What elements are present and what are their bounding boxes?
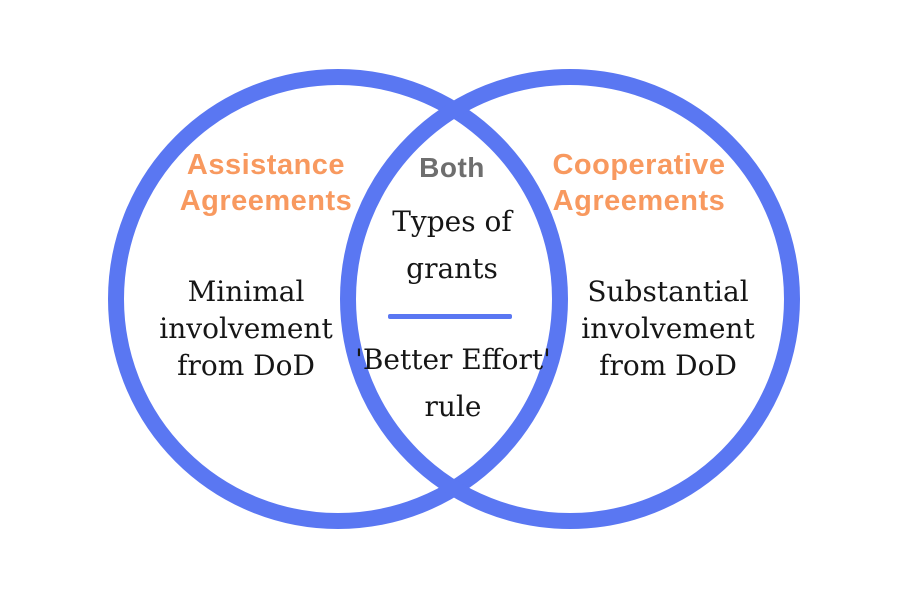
left-circle-title-line2: Agreements: [179, 185, 353, 217]
right-body-line1: Substantial: [587, 275, 749, 308]
left-circle: [108, 69, 568, 529]
overlap-heading: Both: [419, 152, 485, 183]
left-body-line1: Minimal: [187, 275, 305, 308]
left-circle-title-line1: Assistance: [186, 149, 346, 181]
left-circle-body: Minimal involvement from DoD: [159, 273, 332, 384]
right-circle-title-line1: Cooperative: [552, 149, 726, 181]
overlap-divider-line: [388, 314, 512, 319]
left-body-line3: from DoD: [177, 349, 315, 382]
right-body-line3: from DoD: [599, 349, 737, 382]
right-circle-body: Substantial involvement from DoD: [581, 273, 754, 384]
left-circle-title: Assistance Agreements: [180, 147, 353, 219]
left-body-line2: involvement: [159, 312, 333, 345]
right-circle-title-line2: Agreements: [552, 185, 726, 217]
overlap-bottom-line1: 'Better Effort': [355, 343, 551, 376]
overlap-item-better-effort-rule: 'Better Effort' rule: [355, 336, 551, 430]
right-circle: [340, 69, 800, 529]
overlap-bottom-line2: rule: [424, 390, 482, 423]
overlap-top-line1: Types of: [392, 205, 512, 238]
overlap-item-types-of-grants: Types of grants: [392, 198, 511, 292]
right-body-line2: involvement: [581, 312, 755, 345]
overlap-top-line2: grants: [406, 252, 498, 285]
right-circle-title: Cooperative Agreements: [552, 147, 725, 219]
